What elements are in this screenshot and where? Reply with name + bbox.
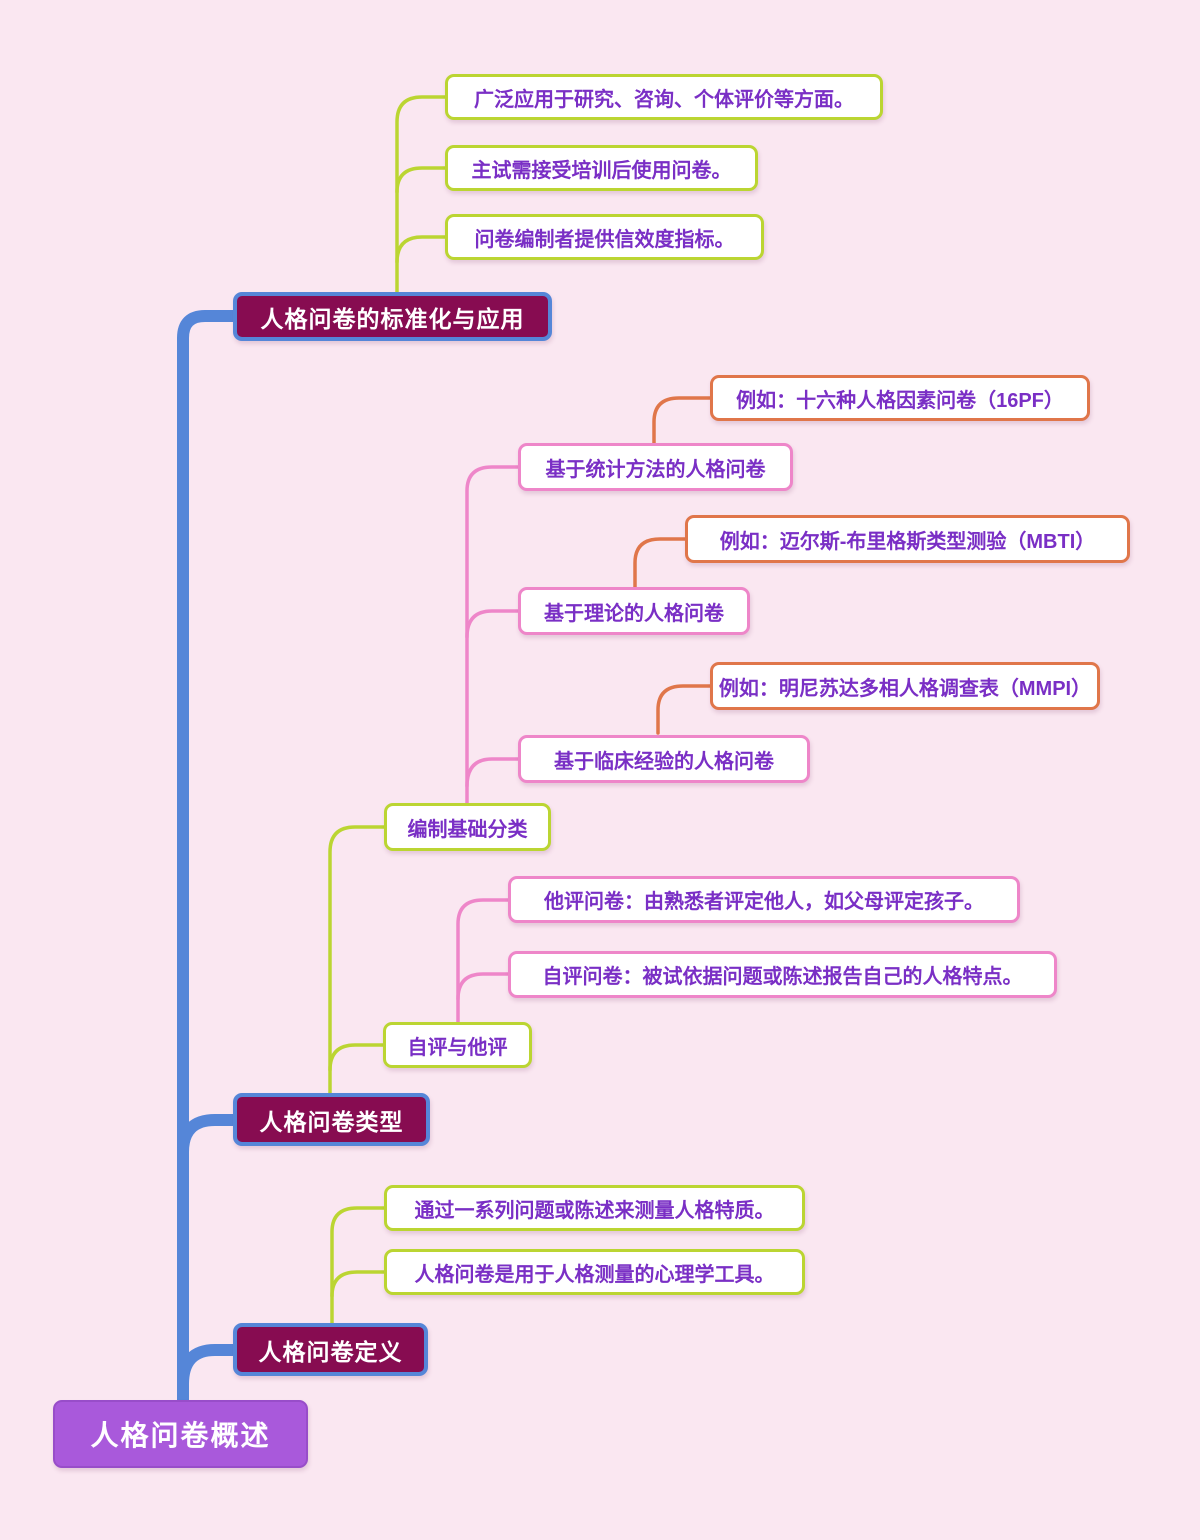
branch-questionnaire-definition[interactable]: 人格问卷定义 bbox=[233, 1323, 428, 1376]
leaf-wide-application[interactable]: 广泛应用于研究、咨询、个体评价等方面。 bbox=[445, 74, 883, 120]
node-self-vs-other[interactable]: 自评与他评 bbox=[383, 1022, 532, 1068]
leaf-other-rating[interactable]: 他评问卷：由熟悉者评定他人，如父母评定孩子。 bbox=[508, 876, 1020, 923]
example-mmpi[interactable]: 例如：明尼苏达多相人格调查表（MMPI） bbox=[710, 662, 1100, 710]
green-connectors-standardization bbox=[395, 95, 447, 294]
leaf-psychology-tool[interactable]: 人格问卷是用于人格测量的心理学工具。 bbox=[384, 1249, 805, 1295]
branch-standardization-application[interactable]: 人格问卷的标准化与应用 bbox=[233, 292, 552, 341]
leaf-reliability-validity[interactable]: 问卷编制者提供信效度指标。 bbox=[445, 214, 764, 260]
pink-connectors-rating bbox=[456, 898, 510, 1024]
leaf-measure-traits[interactable]: 通过一系列问题或陈述来测量人格特质。 bbox=[384, 1185, 805, 1231]
pink-connectors-basis bbox=[465, 465, 520, 805]
node-clinical-experience[interactable]: 基于临床经验的人格问卷 bbox=[518, 735, 810, 783]
leaf-self-rating[interactable]: 自评问卷：被试依据问题或陈述报告自己的人格特点。 bbox=[508, 951, 1057, 998]
green-connectors-types bbox=[328, 825, 386, 1095]
root-personality-questionnaire-overview[interactable]: 人格问卷概述 bbox=[53, 1400, 308, 1468]
example-mbti[interactable]: 例如：迈尔斯-布里格斯类型测验（MBTI） bbox=[685, 515, 1130, 563]
node-statistical-method[interactable]: 基于统计方法的人格问卷 bbox=[518, 443, 793, 491]
node-theory-based[interactable]: 基于理论的人格问卷 bbox=[518, 587, 750, 635]
branch-questionnaire-types[interactable]: 人格问卷类型 bbox=[233, 1093, 430, 1146]
leaf-examiner-training[interactable]: 主试需接受培训后使用问卷。 bbox=[445, 145, 758, 191]
green-connectors-definition bbox=[330, 1206, 386, 1325]
node-compilation-basis[interactable]: 编制基础分类 bbox=[384, 803, 551, 851]
orange-connectors-examples bbox=[633, 396, 712, 735]
trunk-connectors bbox=[177, 310, 239, 1408]
example-16pf[interactable]: 例如：十六种人格因素问卷（16PF） bbox=[710, 375, 1090, 421]
